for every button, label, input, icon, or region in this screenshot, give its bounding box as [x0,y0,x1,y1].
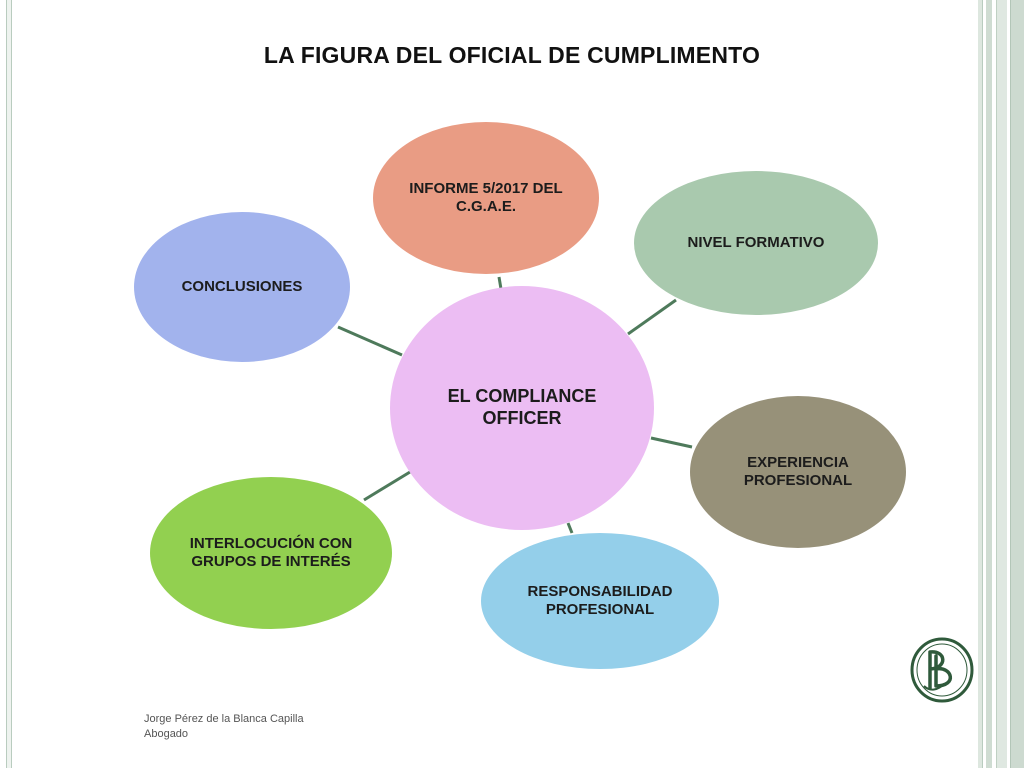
connector-responsabilidad [566,522,574,534]
center-node [390,286,654,530]
node-experiencia [690,396,906,548]
connector-nivel-formativo [627,298,677,336]
connector-informe [497,276,503,290]
author-role: Abogado [144,727,189,740]
node-label-experiencia: EXPERIENCIA PROFESIONAL [743,453,853,489]
node-label-interlocucion: INTERLOCUCIÓN CON GRUPOS DE INTERÉS [189,534,353,570]
slide-title: LA FIGURA DEL OFICIAL DE CUMPLIMENTO [263,42,761,68]
node-conclusiones [134,212,350,362]
node-nivel-formativo [634,171,878,315]
connector-conclusiones [337,325,403,357]
center-node-label: EL COMPLIANCE OFFICER [447,386,597,428]
connector-interlocucion [363,470,411,502]
node-interlocucion [150,477,392,629]
node-informe [373,122,599,274]
connector-experiencia [650,436,693,449]
node-label-responsabilidad: RESPONSABILIDAD PROFESIONAL [527,582,673,618]
footer: Jorge Pérez de la Blanca Capilla Abogado [144,712,304,742]
node-label-nivel-formativo: NIVEL FORMATIVO [687,233,825,251]
monogram-logo [910,637,974,703]
right-frame-stripes [978,0,1024,768]
node-responsabilidad [481,533,719,669]
author-name: Jorge Pérez de la Blanca Capilla [144,713,304,725]
node-label-conclusiones: CONCLUSIONES [181,277,303,295]
node-label-informe: INFORME 5/2017 DEL C.G.A.E. [409,179,563,215]
left-frame-line [6,0,12,768]
